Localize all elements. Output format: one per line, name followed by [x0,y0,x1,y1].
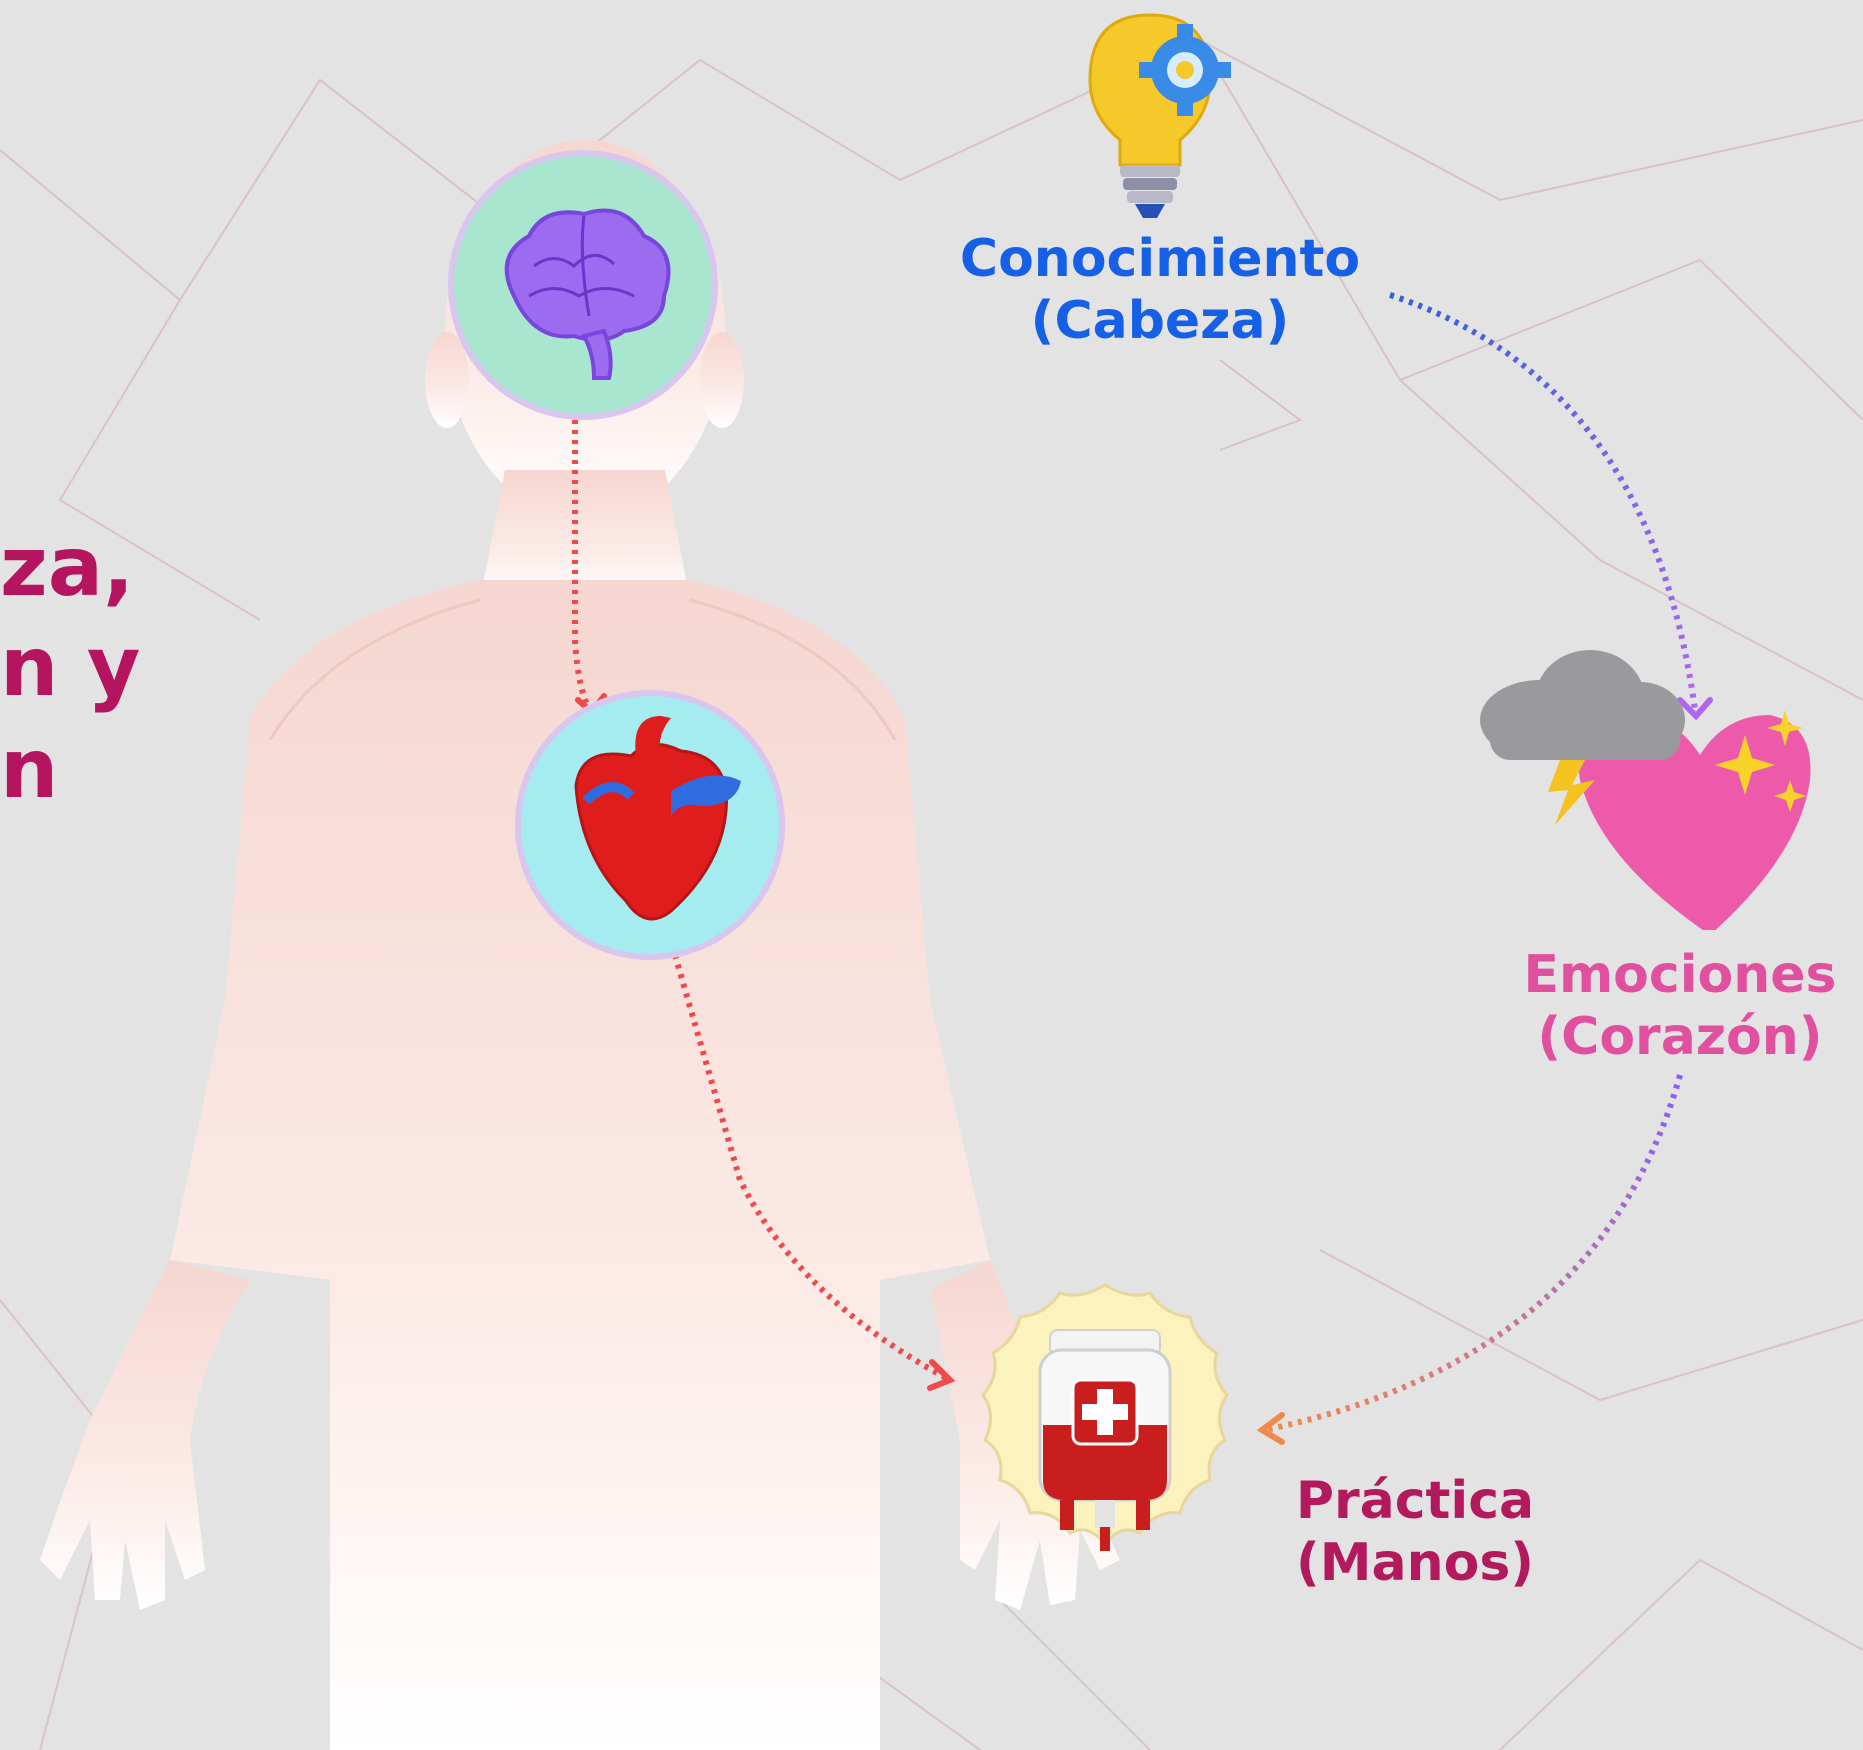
arrow-emotions-to-practice [1265,1075,1680,1430]
heart-organ-icon [521,696,779,954]
knowledge-label-line2: (Cabeza) [955,290,1365,352]
brain-badge [448,150,718,420]
emotions-label-line1: Emociones [1510,944,1850,1006]
emotions-label-line2: (Corazón) [1510,1006,1850,1068]
practice-label-line1: Práctica [1270,1470,1560,1532]
blood-bag-icon [955,1275,1255,1575]
knowledge-label-line1: Conocimiento [955,228,1365,290]
knowledge-label: Conocimiento (Cabeza) [955,228,1365,353]
practice-label: Práctica (Manos) [1270,1470,1560,1595]
emotions-label: Emociones (Corazón) [1510,944,1850,1069]
brain-icon [454,156,712,414]
lightbulb-gear-icon [1065,0,1245,230]
blood-bag-badge [955,1275,1255,1575]
heart-cloud-icon [1460,630,1820,930]
practice-label-line2: (Manos) [1270,1532,1560,1594]
heart-organ-badge [515,690,785,960]
